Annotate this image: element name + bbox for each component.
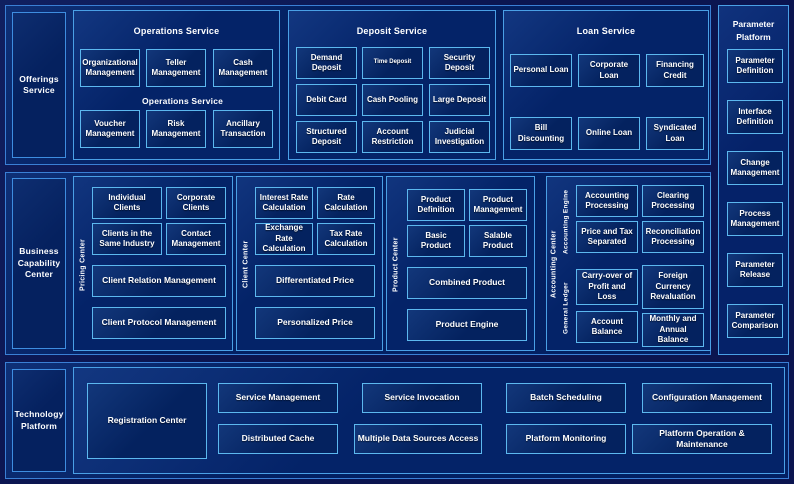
- group-label-general-ledger: General Ledger: [562, 282, 570, 334]
- box-bill-discounting[interactable]: Bill Discounting: [510, 117, 572, 150]
- panel-title-operations-duplicate: Operations Service: [142, 96, 224, 106]
- group-pricing-center[interactable]: Pricing Center Individual Clients Corpor…: [73, 176, 233, 351]
- box-platform-operation-maintenance[interactable]: Platform Operation & Maintenance: [632, 424, 772, 454]
- group-label-accounting-center: Accounting Center: [550, 230, 558, 299]
- box-financing-credit[interactable]: Financing Credit: [646, 54, 704, 87]
- group-client-center[interactable]: Client Center Interest Rate Calculation …: [236, 176, 383, 351]
- box-parameter-release[interactable]: Parameter Release: [727, 253, 783, 287]
- panel-title-operations: Operations Service: [133, 26, 220, 36]
- box-salable-product[interactable]: Salable Product: [469, 225, 527, 257]
- box-personalized-price[interactable]: Personalized Price: [255, 307, 375, 339]
- box-security-deposit[interactable]: Security Deposit: [429, 47, 490, 79]
- panel-title-loan: Loan Service: [576, 26, 636, 36]
- box-product-management[interactable]: Product Management: [469, 189, 527, 221]
- box-change-management[interactable]: Change Management: [727, 151, 783, 185]
- panel-title-deposit: Deposit Service: [356, 26, 428, 36]
- rail-title-parameter-platform: Parameter Platform: [732, 19, 775, 42]
- box-platform-monitoring[interactable]: Platform Monitoring: [506, 424, 626, 454]
- panel-technology-platform[interactable]: Registration Center Service Management S…: [73, 367, 785, 474]
- box-rate-calculation[interactable]: Rate Calculation: [317, 187, 375, 219]
- box-tax-rate-calculation[interactable]: Tax Rate Calculation: [317, 223, 375, 255]
- box-debit-card[interactable]: Debit Card: [296, 84, 357, 116]
- group-label-accounting-engine: Accounting Engine: [562, 189, 570, 255]
- panel-loan-service[interactable]: Loan Service Personal Loan Corporate Loa…: [503, 10, 709, 160]
- box-online-loan[interactable]: Online Loan: [578, 117, 640, 150]
- box-multiple-data-sources-access[interactable]: Multiple Data Sources Access: [354, 424, 482, 454]
- box-client-relation-management[interactable]: Client Relation Management: [92, 265, 226, 297]
- box-account-balance[interactable]: Account Balance: [576, 311, 638, 343]
- panel-deposit-service[interactable]: Deposit Service Demand Deposit Time Depo…: [288, 10, 496, 160]
- box-parameter-definition[interactable]: Parameter Definition: [727, 49, 783, 83]
- box-accounting-processing[interactable]: Accounting Processing: [576, 185, 638, 217]
- group-label-client-center: Client Center: [242, 240, 250, 289]
- stub-technology-platform[interactable]: Technology Platform: [12, 369, 66, 472]
- box-product-definition[interactable]: Product Definition: [407, 189, 465, 221]
- box-personal-loan[interactable]: Personal Loan: [510, 54, 572, 87]
- box-ancillary-transaction[interactable]: Ancillary Transaction: [213, 110, 273, 148]
- box-combined-product[interactable]: Combined Product: [407, 267, 527, 299]
- box-carry-over-profit-loss[interactable]: Carry-over of Profit and Loss: [576, 269, 638, 305]
- box-service-invocation[interactable]: Service Invocation: [362, 383, 482, 413]
- box-foreign-currency-revaluation[interactable]: Foreign Currency Revaluation: [642, 265, 704, 309]
- box-clearing-processing[interactable]: Clearing Processing: [642, 185, 704, 217]
- box-service-management[interactable]: Service Management: [218, 383, 338, 413]
- box-demand-deposit[interactable]: Demand Deposit: [296, 47, 357, 79]
- box-teller-management[interactable]: Teller Management: [146, 49, 206, 87]
- box-differentiated-price[interactable]: Differentiated Price: [255, 265, 375, 297]
- box-organizational-management[interactable]: Organizational Management: [80, 49, 140, 87]
- box-process-management[interactable]: Process Management: [727, 202, 783, 236]
- group-product-center[interactable]: Product Center Product Definition Produc…: [386, 176, 535, 351]
- box-contact-management[interactable]: Contact Management: [166, 223, 226, 255]
- box-interest-rate-calculation[interactable]: Interest Rate Calculation: [255, 187, 313, 219]
- box-account-restriction[interactable]: Account Restriction: [362, 121, 423, 153]
- box-monthly-annual-balance[interactable]: Monthly and Annual Balance: [642, 313, 704, 347]
- box-distributed-cache[interactable]: Distributed Cache: [218, 424, 338, 454]
- box-risk-management[interactable]: Risk Management: [146, 110, 206, 148]
- box-voucher-management[interactable]: Voucher Management: [80, 110, 140, 148]
- box-clients-same-industry[interactable]: Clients in the Same Industry: [92, 223, 162, 255]
- box-large-deposit[interactable]: Large Deposit: [429, 84, 490, 116]
- box-time-deposit[interactable]: Time Deposit: [362, 47, 423, 79]
- box-judicial-investigation[interactable]: Judicial Investigation: [429, 121, 490, 153]
- stub-offerings-service[interactable]: Offerings Service: [12, 12, 66, 158]
- box-corporate-clients[interactable]: Corporate Clients: [166, 187, 226, 219]
- box-product-engine[interactable]: Product Engine: [407, 309, 527, 341]
- box-price-and-tax-separated[interactable]: Price and Tax Separated: [576, 221, 638, 253]
- group-label-pricing-center: Pricing Center: [79, 238, 87, 291]
- box-individual-clients[interactable]: Individual Clients: [92, 187, 162, 219]
- group-label-product-center: Product Center: [392, 237, 400, 292]
- box-basic-product[interactable]: Basic Product: [407, 225, 465, 257]
- box-batch-scheduling[interactable]: Batch Scheduling: [506, 383, 626, 413]
- box-client-protocol-management[interactable]: Client Protocol Management: [92, 307, 226, 339]
- box-configuration-management[interactable]: Configuration Management: [642, 383, 772, 413]
- box-parameter-comparison[interactable]: Parameter Comparison: [727, 304, 783, 338]
- box-corporate-loan[interactable]: Corporate Loan: [578, 54, 640, 87]
- group-accounting-center[interactable]: Accounting Center Accounting Engine Gene…: [546, 176, 711, 351]
- rail-parameter-platform[interactable]: Parameter Platform Parameter Definition …: [718, 5, 789, 355]
- box-syndicated-loan[interactable]: Syndicated Loan: [646, 117, 704, 150]
- box-interface-definition[interactable]: Interface Definition: [727, 100, 783, 134]
- box-cash-pooling[interactable]: Cash Pooling: [362, 84, 423, 116]
- panel-operations-service[interactable]: Operations Service Operations Service Or…: [73, 10, 280, 160]
- box-exchange-rate-calculation[interactable]: Exchange Rate Calculation: [255, 223, 313, 255]
- stub-business-capability-center[interactable]: Business Capability Center: [12, 178, 66, 349]
- box-cash-management[interactable]: Cash Management: [213, 49, 273, 87]
- box-registration-center[interactable]: Registration Center: [87, 383, 207, 459]
- box-reconciliation-processing[interactable]: Reconciliation Processing: [642, 221, 704, 253]
- box-structured-deposit[interactable]: Structured Deposit: [296, 121, 357, 153]
